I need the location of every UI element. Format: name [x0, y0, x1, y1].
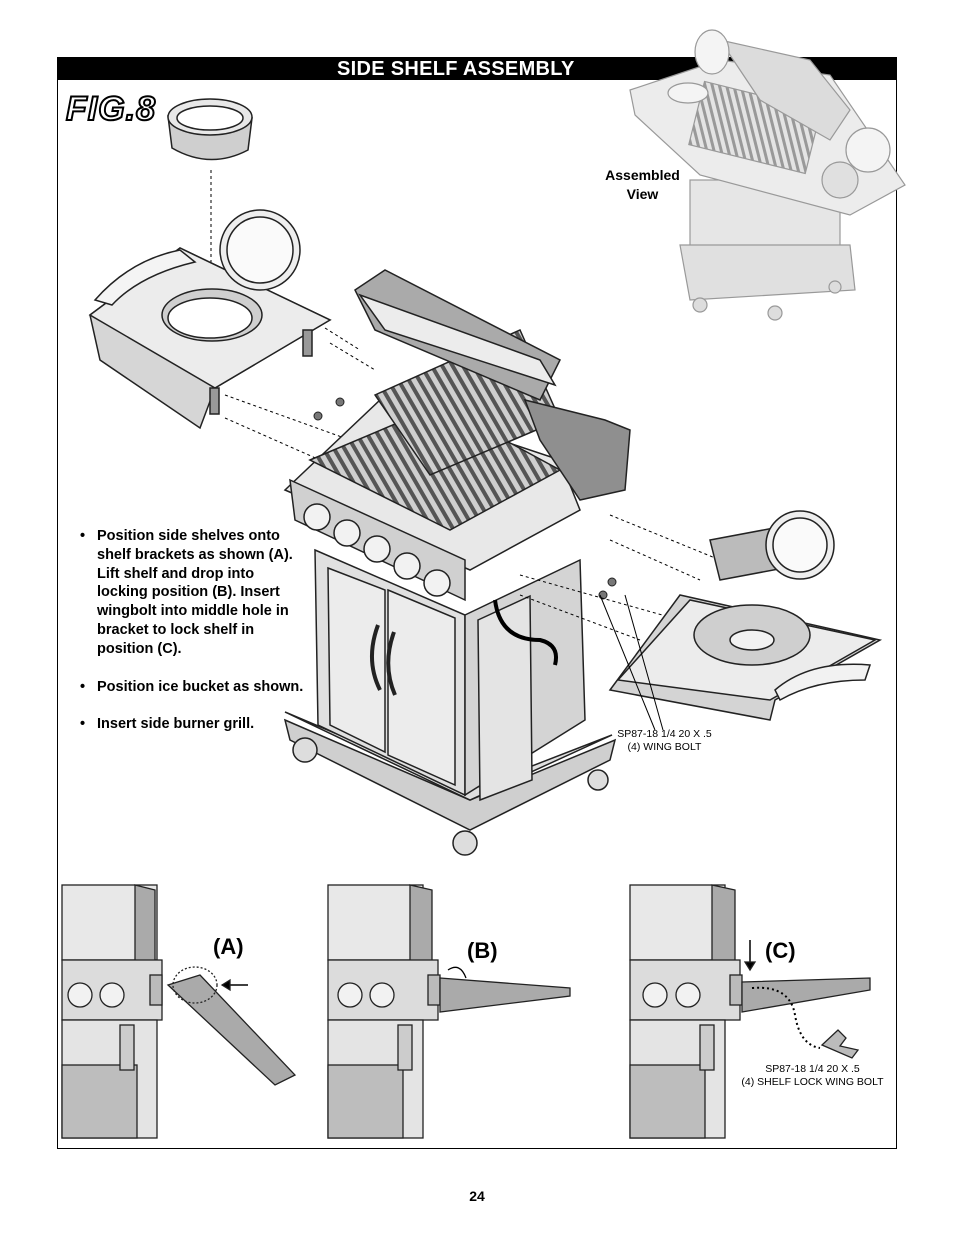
- instruction-item: Position side shelves onto shelf bracket…: [78, 527, 308, 659]
- wing-bolt-callout-line2: (4) WING BOLT: [627, 741, 702, 753]
- step-a-illustration: [61, 884, 297, 1139]
- instruction-item: Insert side burner grill.: [78, 715, 308, 734]
- assembly-guides-right: [519, 514, 721, 641]
- figure-label: FIG.8: [65, 89, 157, 129]
- instruction-list: Position side shelves onto shelf bracket…: [78, 527, 308, 753]
- step-c-label: (C): [765, 938, 796, 963]
- shelf-lock-callout-line1: SP87-18 1/4 20 X .5: [765, 1063, 860, 1075]
- shelf-lock-wing-bolt-callout: SP87-18 1/4 20 X .5 (4) SHELF LOCK WING …: [735, 1063, 890, 1089]
- left-side-shelf: [88, 209, 332, 430]
- ice-bucket: [167, 98, 253, 161]
- wing-bolt-callout-line1: SP87-18 1/4 20 X .5: [617, 728, 712, 740]
- step-b-illustration: [327, 884, 571, 1139]
- assembly-guides-left: [224, 327, 376, 461]
- callout-leader: [624, 594, 664, 731]
- assembled-view-line1: Assembled: [605, 167, 680, 183]
- assembled-grill: [629, 29, 906, 321]
- section-title: SIDE SHELF ASSEMBLY: [337, 58, 575, 80]
- step-b-label: (B): [467, 938, 498, 963]
- page-number: 24: [469, 1188, 485, 1204]
- callout-leader: [599, 594, 656, 731]
- step-c-illustration: [629, 884, 871, 1139]
- assembled-view-line2: View: [626, 186, 659, 202]
- shelf-lock-callout-line2: (4) SHELF LOCK WING BOLT: [741, 1076, 884, 1088]
- main-grill: [283, 269, 631, 856]
- assembled-view-label: Assembled View: [590, 166, 695, 204]
- right-side-shelf: [608, 510, 883, 721]
- wing-bolt-callout: SP87-18 1/4 20 X .5 (4) WING BOLT: [602, 728, 727, 754]
- instruction-item: Position ice bucket as shown.: [78, 678, 308, 697]
- step-a-label: (A): [213, 934, 244, 959]
